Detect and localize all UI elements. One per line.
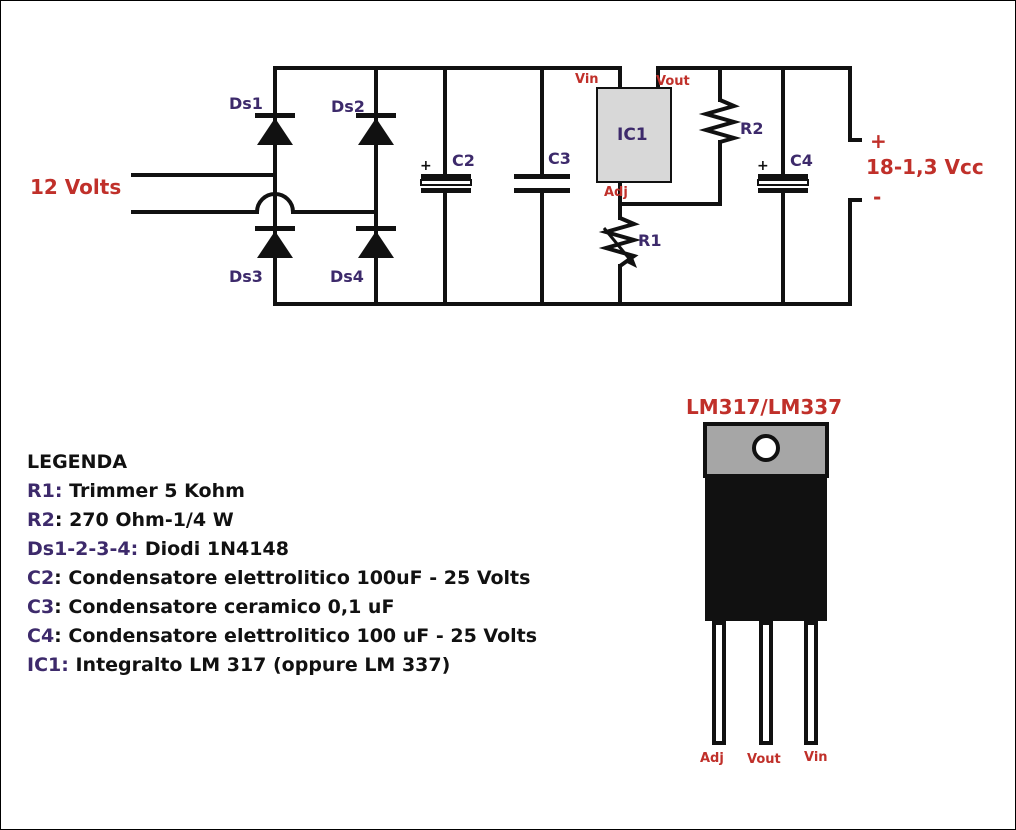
package-pin-adj: Adj — [700, 751, 724, 766]
legend-entry-c2: C2: Condensatore elettrolitico 100uF - 2… — [27, 564, 537, 593]
input-voltage-label: 12 Volts — [30, 175, 121, 199]
diode-ds3-label: Ds3 — [229, 267, 263, 286]
output-plus: + — [870, 129, 887, 153]
package-title: LM317/LM337 — [686, 395, 842, 419]
legend-key: C3 — [27, 596, 55, 618]
diode-ds4 — [356, 226, 396, 258]
capacitor-c3 — [514, 174, 570, 193]
trimmer-r1 — [598, 216, 642, 268]
legend-entry-ds: Ds1-2-3-4: Diodi 1N4148 — [27, 535, 537, 564]
package-pin-vout: Vout — [747, 752, 781, 767]
legend-entry-c4: C4: Condensatore elettrolitico 100 uF - … — [27, 622, 537, 651]
legend-text: : Condensatore elettrolitico 100 uF - 25… — [54, 625, 538, 647]
capacitor-c3-label: C3 — [548, 149, 571, 168]
capacitor-c4-label: C4 — [790, 151, 813, 170]
ic1-vout-label: Vout — [656, 74, 690, 89]
legend-text: : Condensatore elettrolitico 100uF - 25 … — [54, 567, 531, 589]
c2-plus: + — [420, 158, 432, 174]
output-voltage-label: 18-1,3 Vcc — [866, 155, 984, 179]
legend-key: C4 — [27, 625, 55, 647]
legend-entry-r1: R1: Trimmer 5 Kohm — [27, 477, 537, 506]
legend: LEGENDA R1: Trimmer 5 Kohm R2: 270 Ohm-1… — [27, 448, 537, 680]
diode-ds1 — [255, 113, 295, 145]
legend-text: Integralto LM 317 (oppure LM 337) — [75, 654, 451, 676]
lm317-package — [703, 422, 829, 745]
output-minus: - — [873, 185, 881, 209]
legend-key: R2 — [27, 509, 55, 531]
legend-key: C2 — [27, 567, 55, 589]
legend-key: IC1: — [27, 654, 69, 676]
ic1-adj-label: Adj — [604, 185, 628, 200]
legend-text: : Condensatore ceramico 0,1 uF — [54, 596, 395, 618]
package-pin-vin: Vin — [804, 750, 828, 765]
resistor-r2 — [698, 98, 742, 144]
resistor-r1-label: R1 — [638, 231, 661, 250]
diode-ds3 — [255, 226, 295, 258]
capacitor-c2 — [420, 174, 472, 193]
legend-key: Ds1-2-3-4: — [27, 538, 139, 560]
ic1-box — [596, 87, 672, 183]
resistor-r2-label: R2 — [740, 119, 763, 138]
diode-ds4-label: Ds4 — [330, 267, 364, 286]
legend-title: LEGENDA — [27, 451, 128, 473]
diode-ds2 — [356, 113, 396, 145]
legend-entry-c3: C3: Condensatore ceramico 0,1 uF — [27, 593, 537, 622]
c4-plus: + — [757, 158, 769, 174]
ic1-label: IC1 — [617, 125, 648, 145]
legend-entry-r2: R2: 270 Ohm-1/4 W — [27, 506, 537, 535]
legend-key: R1: — [27, 480, 63, 502]
diode-ds2-label: Ds2 — [331, 97, 365, 116]
capacitor-c2-label: C2 — [452, 151, 475, 170]
legend-entry-ic1: IC1: Integralto LM 317 (oppure LM 337) — [27, 651, 537, 680]
wires — [131, 66, 852, 306]
capacitor-c4 — [757, 174, 809, 193]
diode-ds1-label: Ds1 — [229, 94, 263, 113]
legend-text: Diodi 1N4148 — [144, 538, 289, 560]
legend-text: : 270 Ohm-1/4 W — [54, 509, 234, 531]
ic1-vin-label: Vin — [575, 72, 599, 87]
legend-text: Trimmer 5 Kohm — [69, 480, 245, 502]
